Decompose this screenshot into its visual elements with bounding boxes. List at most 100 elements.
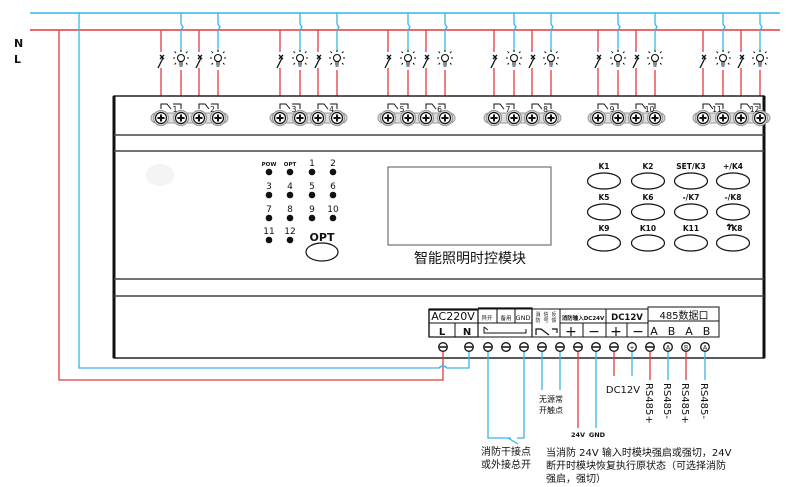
screw-cross-icon xyxy=(632,114,640,122)
rs485-note: RS485+ xyxy=(643,383,654,424)
terminal-strip xyxy=(483,112,562,124)
screw-terminal xyxy=(751,109,769,127)
indicator-led xyxy=(329,168,337,176)
indicator-label: 8 xyxy=(287,205,293,215)
key-button-k10[interactable] xyxy=(630,234,666,252)
neutral-drop xyxy=(513,13,517,52)
neutral-drop xyxy=(299,13,303,52)
screw-cross-icon xyxy=(177,114,185,122)
lamp-rays xyxy=(543,50,559,67)
key-label: -/K8 xyxy=(725,193,742,202)
lamp-bulb xyxy=(295,53,305,63)
indicator-led xyxy=(286,191,294,199)
rs485-block xyxy=(647,306,720,338)
gnd-note-label: GND xyxy=(589,431,606,439)
rs485-pin-label: B xyxy=(668,325,676,338)
fire-note: 断开时模块恢复执行原状态（可选择消防 xyxy=(546,459,726,472)
indicator-label: 9 xyxy=(309,205,315,215)
terminal-strip xyxy=(692,112,771,124)
key-button-k6[interactable] xyxy=(630,203,666,221)
screw-cross-icon xyxy=(296,114,304,122)
neutral-feed-wire xyxy=(78,13,470,369)
fire-feedback-label: 馈 xyxy=(551,317,556,324)
screw-terminal xyxy=(609,109,627,127)
screw-cross-icon xyxy=(276,114,284,122)
key-button-k7[interactable] xyxy=(673,203,709,221)
dc12v-note: DC12V xyxy=(606,385,640,396)
terminal-circle xyxy=(663,342,673,352)
module-title: 智能照明时控模块 xyxy=(414,251,526,267)
rs485-pin-label: A xyxy=(650,325,658,338)
fire-feedback-label: 消 xyxy=(535,311,540,318)
screw-cross-icon xyxy=(314,114,322,122)
screw-cross-icon xyxy=(441,114,449,122)
terminal-letter: B xyxy=(684,345,688,352)
bottom-screw-terminal xyxy=(483,342,493,352)
channel-number: 12 xyxy=(750,105,760,114)
bottom-screw-terminal xyxy=(464,342,474,352)
screw-terminal xyxy=(379,109,397,127)
no-contact-note: 开触点 xyxy=(539,405,563,415)
fire-feedback-label: 信 xyxy=(543,311,548,318)
lamp-bulb xyxy=(176,53,186,63)
switch-icon xyxy=(157,54,165,69)
ac-n-label: N xyxy=(463,327,471,338)
dry-contact-wire xyxy=(487,352,525,439)
lamp-icon xyxy=(752,50,768,67)
indicator-led xyxy=(308,168,316,176)
channel-number: 7 xyxy=(506,105,511,114)
screw-cross-icon xyxy=(384,114,392,122)
indicator-led xyxy=(329,214,337,222)
key-button-k8[interactable] xyxy=(715,234,751,252)
indicator-led xyxy=(265,191,273,199)
key-button-k11[interactable] xyxy=(673,234,709,252)
relay-contact-icon xyxy=(160,103,182,110)
neutral-drop xyxy=(722,13,726,52)
return-arrow-icon xyxy=(726,223,734,231)
fire-feedback-label: 号 xyxy=(543,318,548,324)
fire-note: 当消防 24V 输入时模块强启或强切，24V xyxy=(546,446,732,459)
switch-icon xyxy=(737,54,745,69)
opt-button[interactable] xyxy=(305,242,339,262)
key-button-k1[interactable] xyxy=(586,172,622,190)
key-button-k5[interactable] xyxy=(586,203,622,221)
opt-button-label: OPT xyxy=(310,231,335,244)
terminal-circle xyxy=(681,342,691,352)
switch-icon xyxy=(632,54,640,69)
screw-terminal xyxy=(732,109,750,127)
logo-watermark xyxy=(146,164,174,186)
ac220v-label: AC220V xyxy=(431,310,475,323)
channel-number: 9 xyxy=(610,105,615,114)
key-button-k9[interactable] xyxy=(586,234,622,252)
key-button-k2[interactable] xyxy=(630,172,666,190)
lamp-icon xyxy=(506,50,522,67)
bottom-screw-terminal xyxy=(438,342,448,352)
terminal-letter: + xyxy=(629,345,634,352)
dry-contact-note: 消防干接点 xyxy=(481,445,531,458)
bottom-screw-terminal xyxy=(591,342,601,352)
key-button-k4[interactable] xyxy=(715,172,751,190)
rs485-pin-label: A xyxy=(685,325,693,338)
indicator-label: 10 xyxy=(327,205,339,215)
screw-terminal xyxy=(714,109,732,127)
screw-terminal xyxy=(190,109,208,127)
key-button-k8[interactable] xyxy=(715,203,751,221)
lamp-rays xyxy=(715,50,731,67)
key-button-setk3[interactable] xyxy=(673,172,709,190)
screw-cross-icon xyxy=(422,114,430,122)
terminal-letter: A xyxy=(666,345,671,352)
lamp-rays xyxy=(173,50,189,67)
screw-terminal xyxy=(485,109,503,127)
channel-number: 10 xyxy=(645,105,655,114)
key-label: K8 xyxy=(731,224,742,233)
key-label: K11 xyxy=(683,224,699,233)
screw-terminal xyxy=(309,109,327,127)
screw-terminal xyxy=(399,109,417,127)
screw-terminal xyxy=(328,109,346,127)
relay-contact-icon xyxy=(317,103,338,110)
indicator-led xyxy=(308,191,316,199)
load-circuits xyxy=(157,13,768,97)
bottom-screw-terminal: B xyxy=(681,342,691,352)
